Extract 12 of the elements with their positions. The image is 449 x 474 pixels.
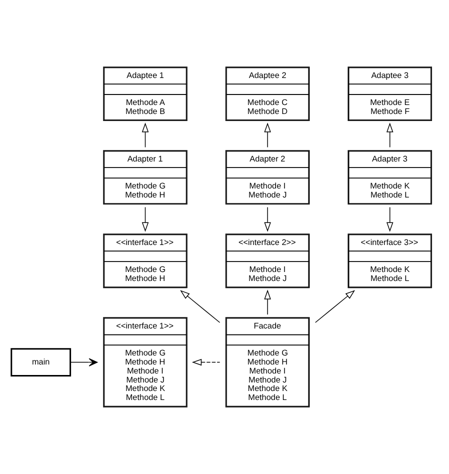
node-box: main xyxy=(10,348,72,376)
arrow xyxy=(192,358,220,366)
arrow xyxy=(70,358,98,366)
arrow xyxy=(264,290,271,315)
arrow xyxy=(142,122,149,148)
arrow xyxy=(142,206,149,232)
arrow xyxy=(264,206,271,232)
arrow xyxy=(315,290,356,323)
arrow xyxy=(386,206,394,232)
arrow xyxy=(386,122,394,148)
arrow xyxy=(264,122,271,148)
arrow xyxy=(180,290,220,323)
